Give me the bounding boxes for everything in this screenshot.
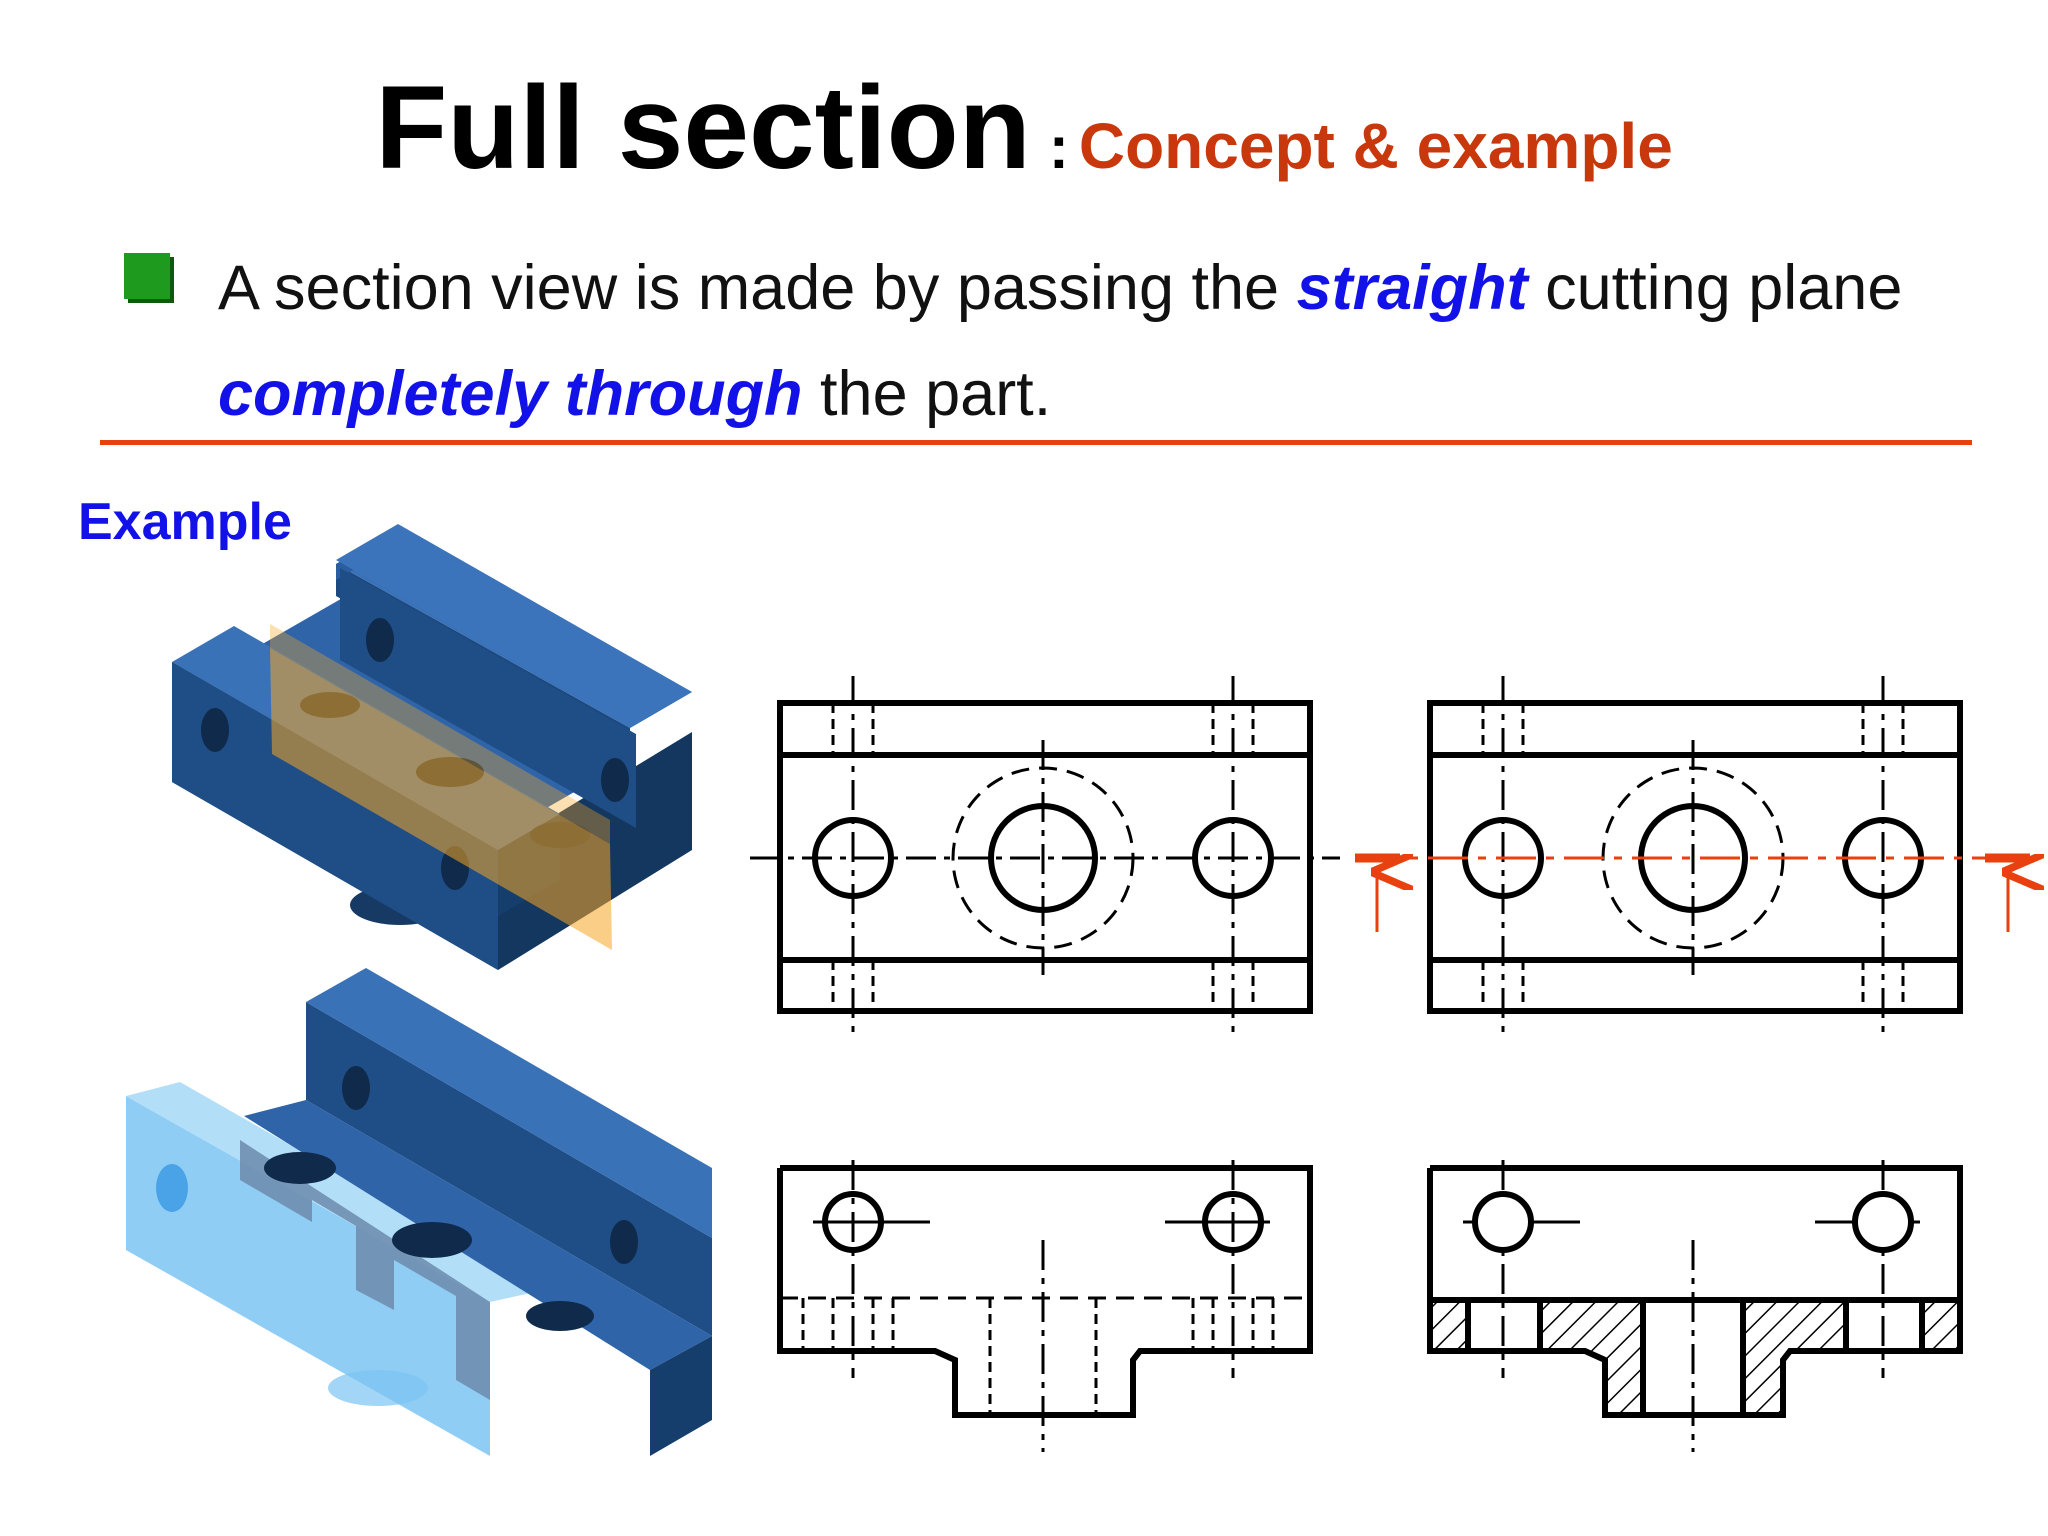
isometric-part-with-cutting-plane <box>172 524 692 970</box>
top-view-left <box>750 676 1340 1040</box>
isometric-part-sectioned <box>126 968 712 1456</box>
bullet-text-part-1: A section view is made by passing the <box>218 253 1297 323</box>
top-view-right <box>1427 676 1963 1040</box>
title-subtitle: Concept & example <box>1078 110 1673 182</box>
title-main: Full section <box>375 62 1031 194</box>
bullet-text-part-2: cutting plane <box>1527 253 1903 323</box>
slide-title: Full section:Concept & example <box>0 60 2048 196</box>
divider-rule <box>100 440 1972 445</box>
bullet-text-part-3: the part. <box>802 359 1052 429</box>
front-view-left <box>777 1160 1313 1452</box>
viewing-direction-arrow-icon <box>1377 872 2008 932</box>
bullet-text: A section view is made by passing the st… <box>218 235 1978 447</box>
emphasis-completely-through: completely through <box>218 359 803 429</box>
title-colon: : <box>1048 114 1069 181</box>
emphasis-straight: straight <box>1296 253 1528 323</box>
green-square-bullet-icon <box>124 253 170 299</box>
example-label: Example <box>78 493 292 551</box>
front-view-section <box>1427 1160 1963 1452</box>
